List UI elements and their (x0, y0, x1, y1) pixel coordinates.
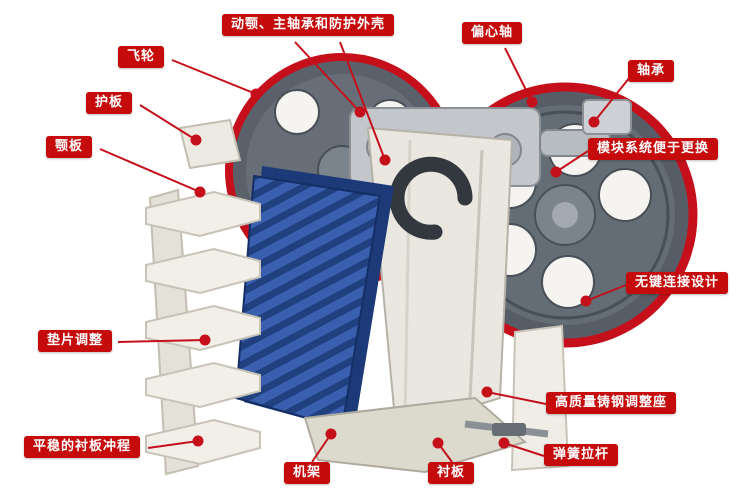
label-shim-adjustment: 垫片调整 (38, 330, 113, 352)
base-and-toggle-shape (303, 396, 549, 474)
label-eccentric-shaft: 偏心轴 (462, 22, 523, 44)
label-jaw-plate: 颚板 (46, 136, 93, 158)
eccentric-opening-shape (389, 156, 473, 240)
label-liner-plate: 衬板 (428, 462, 475, 484)
label-moving-jaw-main-bearing-housing: 动颚、主轴承和防护外壳 (222, 14, 395, 36)
label-bearing: 轴承 (628, 60, 675, 82)
machine-frame-shape (366, 126, 514, 432)
label-spring-tension-rod: 弹簧拉杆 (544, 444, 619, 466)
leader-lines (99, 41, 631, 463)
label-flywheel: 飞轮 (118, 46, 165, 68)
stand-shape (145, 188, 261, 476)
label-cast-steel-adjustment-seat: 高质量铸钢调整座 (546, 392, 677, 414)
guard-plate-shape (178, 118, 242, 170)
label-smooth-liner-stroke: 平稳的衬板冲程 (24, 436, 141, 458)
label-guard-plate: 护板 (86, 92, 133, 114)
label-frame: 机架 (284, 462, 331, 484)
label-keyless-connection: 无键连接设计 (626, 272, 729, 294)
label-modular-system: 模块系统便于更换 (588, 138, 719, 160)
jaw-plate-shape (234, 166, 394, 432)
